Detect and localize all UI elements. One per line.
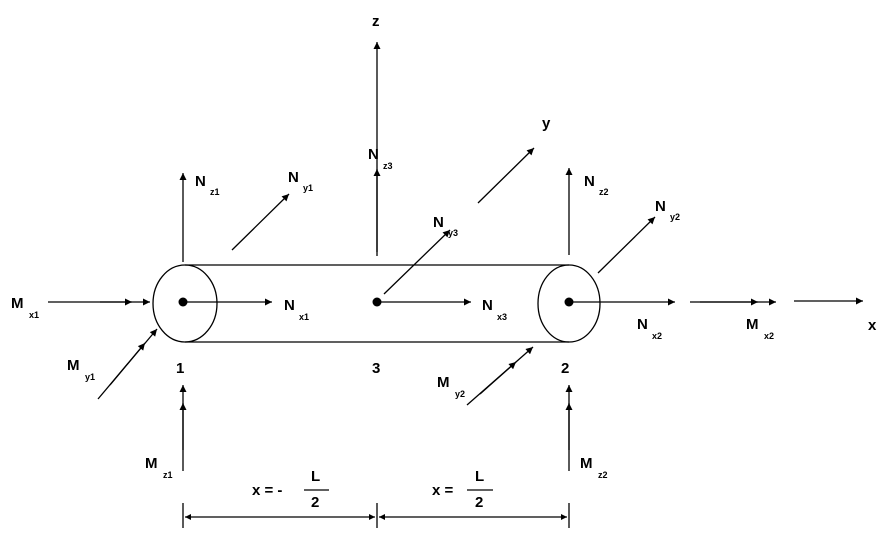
z-axis-label: z	[372, 13, 380, 30]
svg-text:y3: y3	[448, 228, 458, 238]
node-2-label: 2	[561, 360, 569, 377]
svg-text:2: 2	[311, 494, 319, 511]
label-mx1: Mx1	[11, 295, 39, 320]
svg-text:x1: x1	[299, 312, 309, 322]
svg-text:N: N	[284, 297, 295, 314]
svg-text:L: L	[475, 468, 484, 485]
node-1-dot	[178, 297, 188, 307]
label-ny1: Ny1	[288, 169, 313, 193]
svg-text:x3: x3	[497, 312, 507, 322]
y-axis-label: y	[542, 115, 551, 132]
dimension-right-label: x = L 2	[432, 468, 484, 511]
beam-body	[152, 264, 601, 343]
end-face-1	[152, 264, 218, 343]
svg-text:N: N	[433, 214, 444, 231]
svg-text:M: M	[437, 374, 450, 391]
label-nz1: Nz1	[195, 173, 220, 197]
svg-text:y1: y1	[303, 183, 313, 193]
svg-text:z3: z3	[383, 161, 393, 171]
svg-text:x = -: x = -	[252, 482, 282, 499]
end-face-2	[537, 264, 601, 343]
label-nz3: Nz3	[368, 146, 393, 171]
node-1-label: 1	[176, 360, 184, 377]
label-mx2: Mx2	[746, 316, 774, 341]
svg-text:N: N	[637, 316, 648, 333]
moment-my1-arrow	[97, 328, 158, 400]
svg-text:x1: x1	[29, 310, 39, 320]
force-ny3-arrow	[383, 229, 451, 295]
label-ny2: Ny2	[655, 198, 680, 222]
label-nx2: Nx2	[637, 316, 662, 341]
svg-text:M: M	[746, 316, 759, 333]
label-nx3: Nx3	[482, 297, 507, 322]
x-axis-label: x	[868, 317, 877, 334]
node-2-dot	[564, 297, 574, 307]
svg-text:N: N	[584, 173, 595, 190]
svg-text:N: N	[655, 198, 666, 215]
svg-text:M: M	[11, 295, 24, 312]
svg-text:y1: y1	[85, 372, 95, 382]
svg-text:x2: x2	[652, 331, 662, 341]
svg-text:z1: z1	[210, 187, 220, 197]
node-3-dot	[372, 297, 382, 307]
svg-text:M: M	[67, 357, 80, 374]
dimension-left-label: x = - L 2	[252, 468, 320, 511]
label-my1: My1	[67, 357, 95, 382]
svg-text:M: M	[145, 455, 158, 472]
force-ny1-arrow	[231, 193, 290, 251]
svg-text:N: N	[482, 297, 493, 314]
label-mz1: Mz1	[145, 455, 173, 480]
svg-text:N: N	[195, 173, 206, 190]
label-nz2: Nz2	[584, 173, 609, 197]
label-mz2: Mz2	[580, 455, 608, 480]
force-ny2-arrow	[597, 216, 656, 274]
svg-text:N: N	[288, 169, 299, 186]
y-axis-arrow	[477, 147, 535, 204]
dimension-lines	[182, 489, 570, 528]
svg-text:z2: z2	[598, 470, 608, 480]
svg-text:M: M	[580, 455, 593, 472]
label-my2: My2	[437, 374, 465, 399]
svg-text:y2: y2	[670, 212, 680, 222]
svg-text:x =: x =	[432, 482, 454, 499]
svg-text:y2: y2	[455, 389, 465, 399]
moment-my2-arrow	[466, 346, 534, 406]
node-3-label: 3	[372, 360, 380, 377]
label-ny3: Ny3	[433, 214, 458, 238]
label-nx1: Nx1	[284, 297, 309, 322]
svg-text:z1: z1	[163, 470, 173, 480]
svg-text:L: L	[311, 468, 320, 485]
svg-text:z2: z2	[599, 187, 609, 197]
svg-text:N: N	[368, 146, 379, 163]
svg-text:x2: x2	[764, 331, 774, 341]
svg-text:2: 2	[475, 494, 483, 511]
